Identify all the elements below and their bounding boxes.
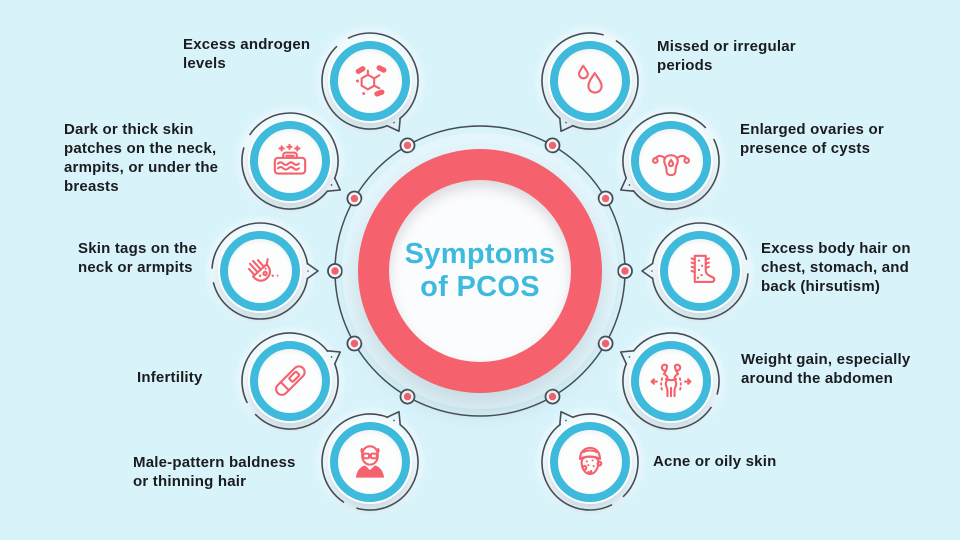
symptom-circle xyxy=(550,421,630,502)
symptom-circle xyxy=(660,231,740,311)
diagram-title: Symptoms of PCOS xyxy=(404,238,556,303)
hairy-leg-icon xyxy=(690,254,716,284)
center-circle: Symptoms of PCOS xyxy=(358,149,602,393)
orbit-node xyxy=(617,263,633,279)
decorative-arc xyxy=(321,410,419,511)
symptom-label-baldness: Male-pattern baldness or thinning hair xyxy=(133,454,296,490)
symptom-label-enlarged-ovaries: Enlarged ovaries or presence of cysts xyxy=(740,121,884,157)
pregnancy-test-icon xyxy=(274,365,306,396)
skin-patch-icon xyxy=(273,143,306,175)
symptom-node-body-hair xyxy=(640,211,760,331)
bald-head-icon xyxy=(355,444,385,478)
symptom-node-baldness xyxy=(310,402,430,522)
orbit-node xyxy=(399,137,416,154)
symptom-label-body-hair: Excess body hair on chest, stomach, and … xyxy=(761,240,911,295)
orbit-node xyxy=(327,263,343,279)
orbit-node xyxy=(597,335,614,352)
uterus-icon xyxy=(651,154,690,177)
decorative-arc xyxy=(541,410,639,511)
orbit-node xyxy=(346,335,363,352)
symptom-label-acne: Acne or oily skin xyxy=(653,453,777,470)
orbit-node xyxy=(597,190,614,207)
orbit-node xyxy=(399,388,416,405)
decorative-arc xyxy=(240,332,341,430)
hand-spots-icon xyxy=(247,258,279,282)
symptom-node-enlarged-ovaries xyxy=(611,101,731,221)
droplets-icon xyxy=(577,64,603,94)
symptom-label-skin-tags: Skin tags on the neck or armpits xyxy=(78,240,198,276)
symptom-label-irregular-periods: Missed or irregular periods xyxy=(657,38,796,74)
orbit-node xyxy=(544,388,561,405)
decorative-arc xyxy=(619,332,720,430)
decorative-arc xyxy=(211,222,319,320)
orbit-node xyxy=(346,190,363,207)
decorative-arc xyxy=(541,31,639,132)
body-arrows-icon xyxy=(650,363,691,398)
center-circle-inner: Symptoms of PCOS xyxy=(389,180,571,362)
face-acne-icon xyxy=(579,446,603,475)
symptom-label-excess-androgen: Excess androgen levels xyxy=(183,36,311,72)
decorative-arc xyxy=(619,112,720,210)
symptom-label-skin-patches: Dark or thick skin patches on the neck, … xyxy=(64,121,219,195)
decorative-arc xyxy=(321,31,419,132)
molecule-pills-icon xyxy=(355,64,387,97)
symptom-node-skin-patches xyxy=(230,101,350,221)
decorative-arc xyxy=(641,222,749,320)
orbit-node xyxy=(544,137,561,154)
symptom-label-infertility: Infertility xyxy=(137,369,203,386)
symptom-label-weight-gain: Weight gain, especially around the abdom… xyxy=(741,351,911,387)
symptom-node-acne xyxy=(530,402,650,522)
symptom-circle xyxy=(330,421,410,502)
symptom-circle xyxy=(249,121,330,201)
decorative-arc xyxy=(240,112,341,210)
symptom-node-skin-tags xyxy=(200,211,320,331)
